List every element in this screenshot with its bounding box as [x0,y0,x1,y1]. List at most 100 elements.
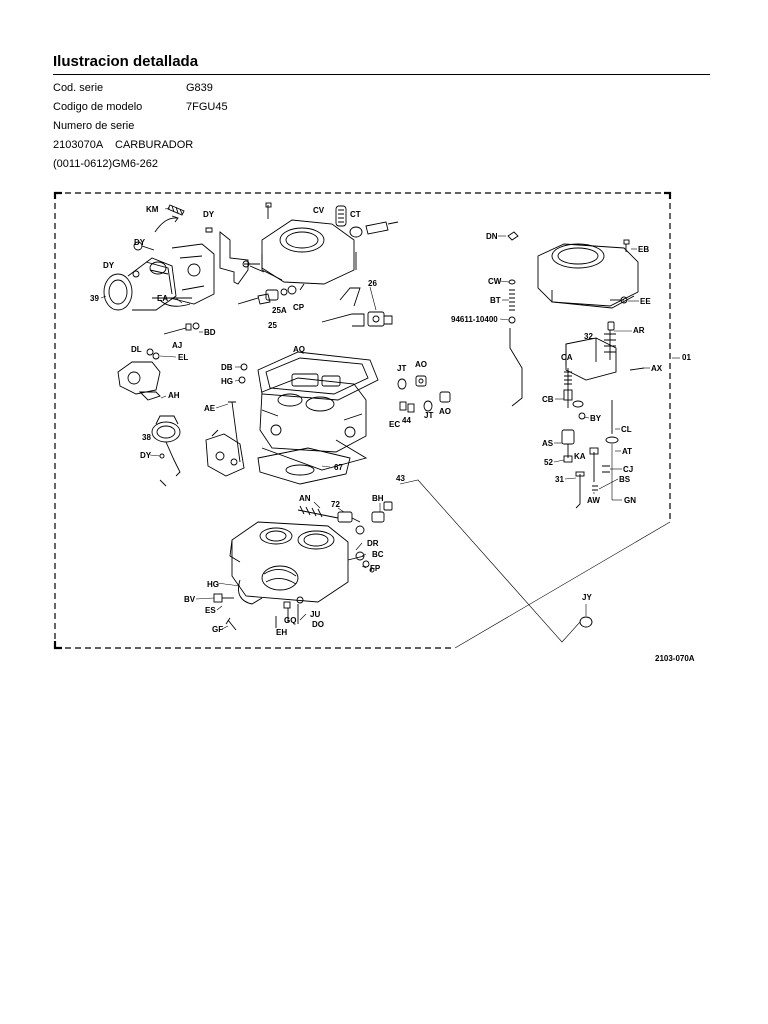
label-26: 26 [368,279,377,288]
carburetor-air-horn [242,202,399,285]
label-bh: BH [372,494,384,503]
label-ax: AX [651,364,663,373]
bolt-bd [163,322,200,335]
label-jt: JT [424,411,433,420]
part-name: CARBURADOR [115,139,194,151]
label-aw: AW [587,496,600,505]
label-gq: GQ [284,616,296,625]
serie-label: Cod. serie [53,82,104,94]
label-25a: 25A [272,306,287,315]
label-31: 31 [555,475,564,484]
label-ao: AO [415,360,427,369]
float-chamber-cover [537,239,639,309]
label-jy: JY [582,593,592,602]
label-bv: BV [184,595,196,604]
label-aj: AJ [172,341,182,350]
label-ka: KA [574,452,586,461]
label-by: BY [590,414,602,423]
accelerator-pump-parts [561,368,619,509]
diaphragm-38 [151,415,181,487]
title-divider [53,74,710,75]
part-range: (0011-0612)GM6-262 [53,158,158,170]
label-43: 43 [396,474,405,483]
label-db: DB [221,363,233,372]
label-hg: HG [221,377,233,386]
throttle-small-parts [213,593,304,631]
label-cb: CB [542,395,554,404]
label-cp: CP [293,303,305,312]
label-cj: CJ [623,465,633,474]
part-jy [579,616,593,628]
label-dr: DR [367,539,379,548]
throttle-positioner-parts [237,283,305,305]
page-title: Ilustracion detallada [53,53,199,70]
label-ar: AR [633,326,645,335]
jets-jt-ao [397,375,451,413]
label-at: AT [622,447,632,456]
choke-linkage-dl [117,348,161,401]
modelo-label: Codigo de modelo [53,101,143,113]
label-bd: BD [204,328,216,337]
label-ao: AO [439,407,451,416]
label-bt: BT [490,296,501,305]
label-es: ES [205,606,216,615]
label-ah: AH [168,391,180,400]
label-hg: HG [207,580,219,589]
label-gn: GN [624,496,636,505]
label-bc: BC [372,550,384,559]
label-leaders [100,207,650,630]
float-and-needle-32 [565,321,645,381]
label-eh: EH [276,628,287,637]
label-01: 01 [682,353,691,362]
label-gf: GF [212,625,223,634]
label-39: 39 [90,294,99,303]
label-52: 52 [544,458,553,467]
label-cl: CL [621,425,632,434]
gasket-67 [257,447,351,485]
callout-labels: KM DY DY DY CV CT 39 EA 26 25A CP 25 BD … [90,205,691,637]
label-ea: EA [157,294,168,303]
label-ee: EE [640,297,651,306]
label-ae: AE [204,404,216,413]
label-dy: DY [134,238,146,247]
label-ec: EC [389,420,400,429]
label-32: 32 [584,332,593,341]
needle-spring-bt [507,231,523,407]
gasket-aq [257,351,379,401]
label-72: 72 [331,500,340,509]
label-dy: DY [103,261,115,270]
label-dn: DN [486,232,498,241]
modelo-value: 7FGU45 [186,101,228,113]
label-jt: JT [397,364,406,373]
choke-pulldown-assembly [103,204,249,311]
label-ct: CT [350,210,361,219]
label-el: EL [178,353,188,362]
label-67: 67 [334,463,343,472]
linkage-rod-26 [321,287,393,327]
label-ju: JU [310,610,320,619]
label-fp: FP [370,564,381,573]
serie-value: G839 [186,82,213,94]
label-25: 25 [268,321,277,330]
label-eb: EB [638,245,649,254]
label-38: 38 [142,433,151,442]
part-code: 2103070A [53,139,104,151]
label-dl: DL [131,345,142,354]
label-do: DO [312,620,324,629]
numero-label: Numero de serie [53,120,135,132]
diagram-frame [54,192,671,649]
label-bs: BS [619,475,631,484]
carburetor-main-body [238,363,368,471]
label-as: AS [542,439,554,448]
label-km: KM [146,205,159,214]
label-aq: AQ [293,345,305,354]
label-ca: CA [561,353,573,362]
label-cw: CW [488,277,502,286]
figure-id: 2103-070A [655,654,695,663]
label-an: AN [299,494,311,503]
label-part-number: 94611-10400 [451,315,498,324]
throttle-lever-ae [205,401,245,477]
label-cv: CV [313,206,325,215]
label-dy: DY [203,210,215,219]
